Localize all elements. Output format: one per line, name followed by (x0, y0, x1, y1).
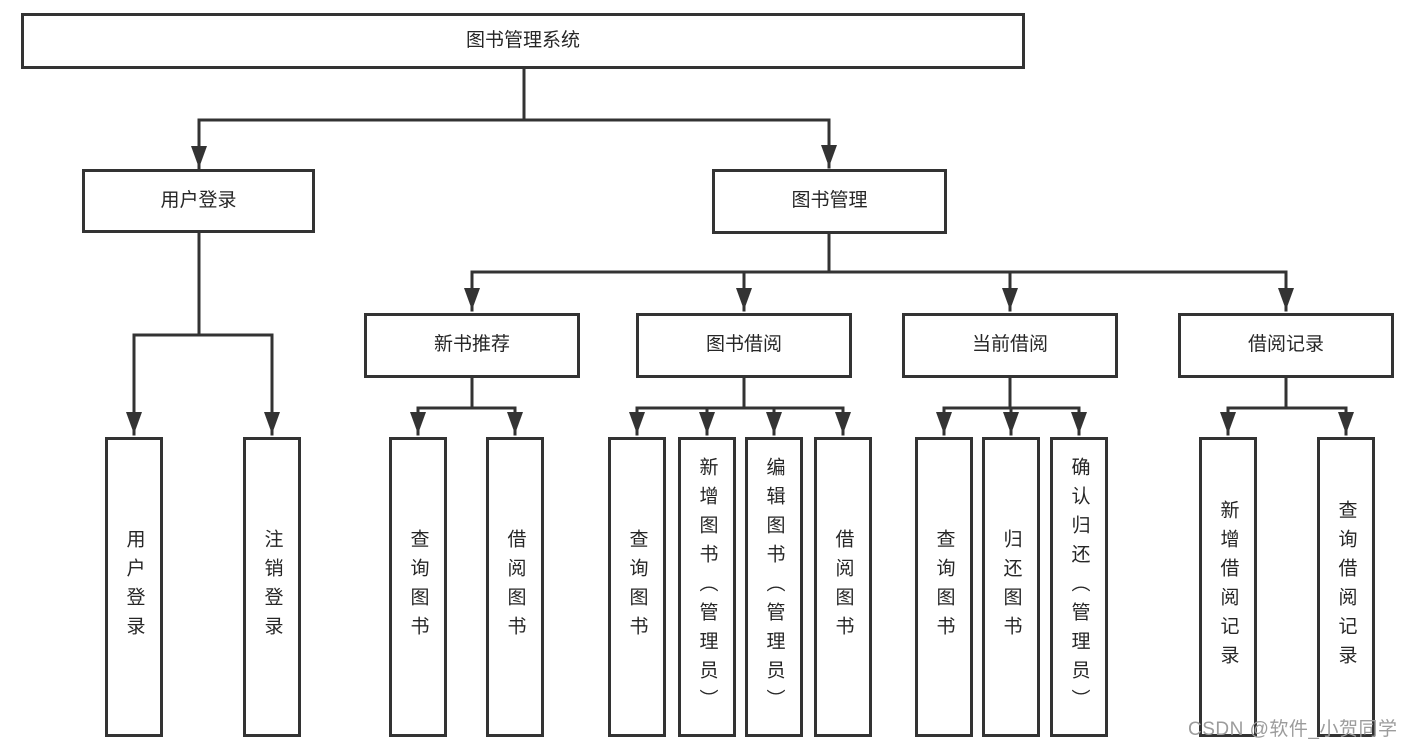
leaf-confirm-return-admin: 确认归还（管理员） (1050, 437, 1108, 737)
connector-user-login-trunk (132, 231, 274, 337)
node-new-book-recommend: 新书推荐 (364, 313, 580, 378)
leaf-user-login: 用户登录 (105, 437, 163, 737)
leaf-logout: 注销登录 (243, 437, 301, 737)
connector-records-trunk (1226, 376, 1348, 410)
node-root: 图书管理系统 (21, 13, 1025, 69)
connector-current-trunk (942, 376, 1081, 410)
node-borrow-records: 借阅记录 (1178, 313, 1394, 378)
leaf-recommend-borrow-books: 借阅图书 (486, 437, 544, 737)
leaf-borrow-borrow-books: 借阅图书 (814, 437, 872, 737)
leaf-return-books: 归还图书 (982, 437, 1040, 737)
connector-book-management-trunk (470, 232, 1288, 274)
leaf-recommend-query-books: 查询图书 (389, 437, 447, 737)
leaf-query-borrow-record: 查询借阅记录 (1317, 437, 1375, 737)
node-user-login-label: 用户登录 (160, 189, 237, 211)
node-book-management-label: 图书管理 (791, 190, 868, 212)
node-book-borrow: 图书借阅 (636, 313, 852, 378)
leaf-edit-books-admin: 编辑图书（管理员） (745, 437, 803, 737)
leaf-add-books-admin: 新增图书（管理员） (678, 437, 736, 737)
node-current-borrow: 当前借阅 (902, 313, 1118, 378)
connector-recommend-trunk (416, 376, 517, 410)
node-book-management: 图书管理 (712, 169, 947, 234)
leaf-borrow-query-books: 查询图书 (608, 437, 666, 737)
node-root-label: 图书管理系统 (465, 29, 580, 51)
csdn-watermark: CSDN @软件_小贺同学 (1188, 719, 1398, 740)
connector-borrow-trunk (635, 376, 845, 410)
leaf-current-query-books: 查询图书 (915, 437, 973, 737)
node-user-login: 用户登录 (82, 169, 315, 233)
connector-root-trunk (197, 67, 831, 122)
leaf-add-borrow-record: 新增借阅记录 (1199, 437, 1257, 737)
